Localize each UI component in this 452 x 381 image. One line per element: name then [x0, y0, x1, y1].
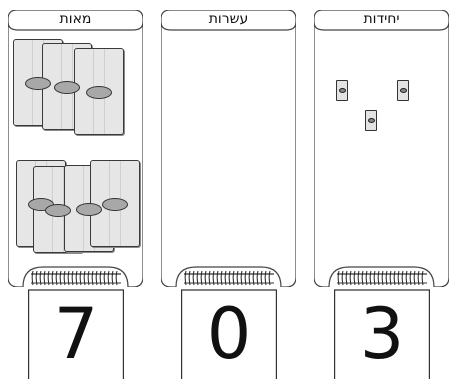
unit-block[interactable] [397, 80, 409, 101]
tens-digit: 0 [181, 290, 277, 379]
coin-icon [76, 203, 102, 216]
tens-title: עשרות [161, 11, 296, 27]
tens-digit-flipcard[interactable]: 0 [181, 268, 277, 379]
coin-icon [45, 204, 71, 217]
hundreds-panel[interactable]: מאות [8, 10, 143, 287]
hundred-card[interactable] [74, 48, 124, 135]
unit-block[interactable] [365, 110, 377, 131]
units-panel[interactable]: יחידות [314, 10, 449, 287]
coin-icon [54, 81, 80, 94]
coin-icon [25, 77, 51, 90]
coin-icon [102, 198, 128, 211]
hundreds-digit-flipcard[interactable]: 7 [28, 268, 124, 379]
hundreds-column: מאות [8, 10, 143, 287]
dot-icon [368, 118, 375, 123]
units-title: יחידות [314, 11, 449, 27]
hundreds-title: מאות [8, 11, 143, 27]
coin-icon [86, 86, 112, 99]
units-digit-flipcard[interactable]: 3 [334, 268, 430, 379]
units-digit: 3 [334, 290, 430, 379]
tens-panel[interactable]: עשרות [161, 10, 296, 287]
dot-icon [339, 88, 346, 93]
tens-column: עשרות [161, 10, 296, 287]
units-column: יחידות [314, 10, 449, 287]
dot-icon [400, 88, 407, 93]
hundred-card[interactable] [90, 160, 140, 247]
unit-block[interactable] [336, 80, 348, 101]
hundreds-digit: 7 [28, 290, 124, 379]
